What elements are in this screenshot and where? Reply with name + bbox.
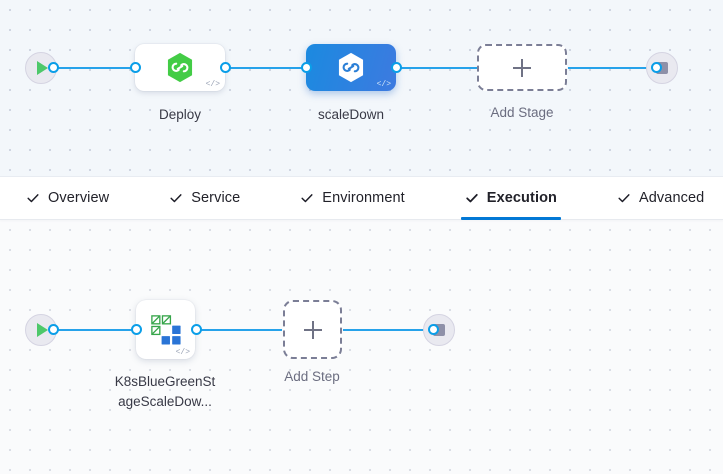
edge-addstage-to-end xyxy=(568,67,656,69)
stage-graph: </> Deploy </> xyxy=(0,0,723,176)
edge-step-to-addstep xyxy=(196,329,282,331)
step-end-port[interactable] xyxy=(428,324,439,335)
step-start-port[interactable] xyxy=(48,324,59,335)
add-stage-button[interactable] xyxy=(477,44,567,91)
stage-scaledown-out-port[interactable] xyxy=(391,62,402,73)
tab-label: Environment xyxy=(322,190,405,206)
step-label: K8sBlueGreenSt ageScaleDow... xyxy=(109,372,221,412)
stage-card-scaledown[interactable]: </> xyxy=(306,44,396,91)
check-icon xyxy=(170,194,182,203)
add-step-label: Add Step xyxy=(284,369,340,384)
step-in-port[interactable] xyxy=(131,324,142,335)
tab-execution[interactable]: Execution xyxy=(460,177,562,220)
plus-icon xyxy=(513,58,531,77)
stage-label-deploy: Deploy xyxy=(158,107,202,122)
execution-graph: </> K8sBlueGreenSt ageScaleDow... Add St… xyxy=(0,220,723,474)
edge-addstep-to-end xyxy=(343,329,433,331)
execution-graph-canvas[interactable]: </> K8sBlueGreenSt ageScaleDow... Add St… xyxy=(0,220,723,474)
step-node-k8sbluegreenstagescaledown[interactable]: </> K8sBlueGreenSt ageScaleDow... xyxy=(115,300,215,409)
edge-start-to-deploy xyxy=(52,67,144,69)
check-icon xyxy=(466,193,478,203)
stage-label-scaledown: scaleDown xyxy=(317,107,385,122)
tab-label: Execution xyxy=(486,190,557,206)
step-card[interactable]: </> xyxy=(136,300,195,359)
stage-template-code-badge: </> xyxy=(376,80,391,89)
add-step-button[interactable] xyxy=(283,300,342,359)
play-icon xyxy=(37,61,48,75)
tab-label: Service xyxy=(191,190,241,206)
tab-label: Advanced xyxy=(639,190,705,206)
edge-start-to-step xyxy=(52,329,144,331)
edge-scaledown-to-addstage xyxy=(397,67,485,69)
stage-node-scaledown[interactable]: </> scaleDown xyxy=(306,44,396,122)
add-stage-label: Add Stage xyxy=(490,105,554,120)
tab-overview[interactable]: Overview xyxy=(22,177,113,219)
check-icon xyxy=(301,194,313,203)
stage-graph-canvas[interactable]: </> Deploy </> xyxy=(0,0,723,177)
stage-template-code-badge: </> xyxy=(205,80,220,89)
step-out-port[interactable] xyxy=(191,324,202,335)
stage-start-port[interactable] xyxy=(48,62,59,73)
stage-deploy-out-port[interactable] xyxy=(220,62,231,73)
stage-deploy-in-port[interactable] xyxy=(130,62,141,73)
check-icon xyxy=(618,194,630,203)
play-icon xyxy=(37,323,48,337)
stage-settings-tabbar: Overview Service Environment Execution A xyxy=(0,177,723,220)
tab-environment[interactable]: Environment xyxy=(296,177,409,219)
tab-service[interactable]: Service xyxy=(165,177,244,219)
step-template-code-badge: </> xyxy=(175,348,190,357)
step-label-line1: K8sBlueGreenSt xyxy=(114,374,216,389)
edge-deploy-to-scaledown xyxy=(225,67,310,69)
step-label-line2: ageScaleDow... xyxy=(118,394,212,409)
check-icon xyxy=(27,194,39,203)
add-stage-node[interactable]: Add Stage xyxy=(477,44,567,120)
stage-scaledown-in-port[interactable] xyxy=(301,62,312,73)
tab-label: Overview xyxy=(48,190,110,206)
stage-end-port[interactable] xyxy=(651,62,662,73)
harness-cd-hexagon-white-icon xyxy=(338,52,364,83)
tab-advanced[interactable]: Advanced xyxy=(613,177,708,219)
kubernetes-scale-icon xyxy=(150,314,181,345)
step-start-node[interactable] xyxy=(25,314,57,346)
plus-icon xyxy=(303,320,322,339)
stage-card-deploy[interactable]: </> xyxy=(135,44,225,91)
stage-node-deploy[interactable]: </> Deploy xyxy=(135,44,225,122)
add-step-node[interactable]: Add Step xyxy=(283,300,342,384)
harness-cd-hexagon-green-icon xyxy=(167,52,193,83)
